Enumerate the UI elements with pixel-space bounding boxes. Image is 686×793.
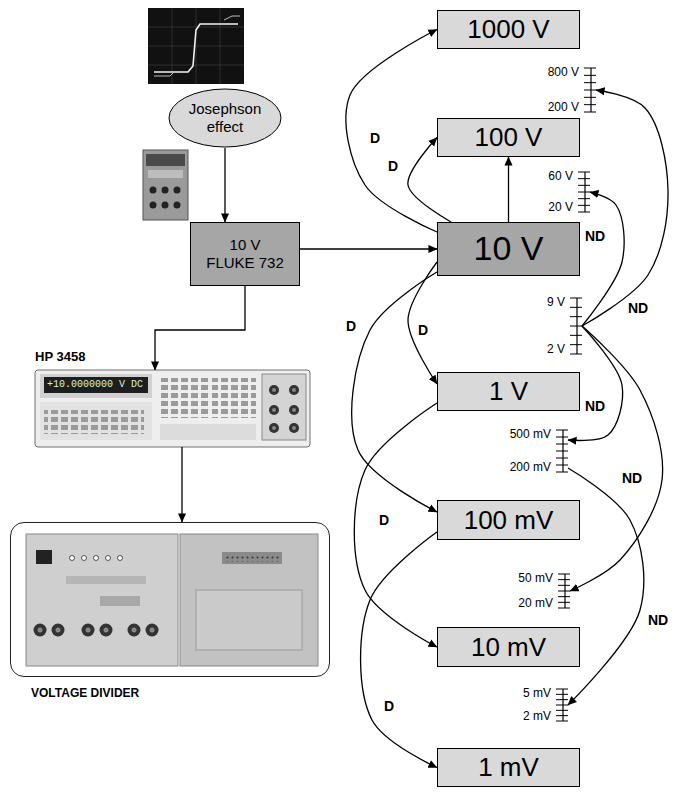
display-readout: +10.0000000 V DC <box>47 378 143 392</box>
range-value: 20 mV <box>518 597 553 610</box>
range-scale: 60 V 20 V <box>548 170 590 214</box>
scale-labels: 60 V 20 V <box>548 170 573 214</box>
edge-label: ND <box>620 470 644 486</box>
voltage-value: 1 V <box>489 377 528 406</box>
voltage-value: 1000 V <box>467 15 549 44</box>
edge-label: ND <box>583 398 607 414</box>
connector-arrow <box>582 90 668 326</box>
scale-labels: 800 V 200 V <box>548 66 579 114</box>
scale-ticks <box>556 572 570 610</box>
connector-arrow <box>300 248 437 249</box>
fluke-732-photo <box>143 150 188 220</box>
effect-name: Josephson effect <box>183 100 267 136</box>
voltage-box: 100 V <box>437 118 580 157</box>
scale-labels: 50 mV 20 mV <box>518 572 553 610</box>
scale-labels: 5 mV 2 mV <box>523 687 551 723</box>
range-scale: 800 V 200 V <box>548 66 596 114</box>
range-value: 20 V <box>548 201 573 214</box>
range-value: 800 V <box>548 66 579 79</box>
voltage-box: 10 V <box>437 222 580 276</box>
edge-label: ND <box>646 612 670 628</box>
range-value: 50 mV <box>518 572 553 585</box>
voltage-box: 10 mV <box>437 627 580 667</box>
range-scale: 500 mV 200 mV <box>510 428 568 474</box>
range-value: 200 V <box>548 101 579 114</box>
connector-arrow <box>155 286 245 370</box>
range-value: 2 V <box>547 343 565 356</box>
range-value: 2 mV <box>523 710 551 723</box>
connector-arrow <box>224 148 225 222</box>
connector-arrow <box>352 272 437 512</box>
voltage-box: 1 mV <box>437 748 580 787</box>
connector-arrow <box>408 262 437 384</box>
edge-label: ND <box>583 228 607 244</box>
voltage-value: 100 V <box>475 123 543 152</box>
connector-arrow <box>508 157 509 222</box>
scale-ticks <box>554 687 568 723</box>
reference-box: 10 V FLUKE 732 <box>190 222 300 286</box>
edge-label: D <box>377 512 391 528</box>
edge-label: D <box>382 698 396 714</box>
voltage-box: 1000 V <box>437 10 580 49</box>
connector-arrow <box>181 447 182 522</box>
voltage-box: 100 mV <box>437 500 580 540</box>
scale-ticks <box>576 170 590 214</box>
voltage-box: 1 V <box>437 372 580 411</box>
edge-label: ND <box>626 300 650 316</box>
edge-label: D <box>344 318 358 334</box>
effect-ellipse: Josephson effect <box>168 88 282 148</box>
voltage-value: 10 mV <box>471 633 546 662</box>
range-scale: 50 mV 20 mV <box>518 572 570 610</box>
scale-labels: 500 mV 200 mV <box>510 428 551 474</box>
voltage-divider-photo <box>26 534 318 666</box>
ellipse-shape <box>169 89 281 147</box>
edge-label: D <box>368 130 382 146</box>
scale-ticks <box>554 428 568 474</box>
oscilloscope-screen <box>148 8 244 84</box>
range-value: 9 V <box>547 296 565 309</box>
reference-name: 10 V FLUKE 732 <box>206 236 284 272</box>
edge-label: D <box>386 158 400 174</box>
voltage-value: 1 mV <box>478 753 539 782</box>
panel-caption: VOLTAGE DIVIDER <box>31 686 139 700</box>
range-value: 5 mV <box>523 687 551 700</box>
connector-arrow <box>361 532 437 768</box>
range-value: 200 mV <box>510 461 551 474</box>
scale-ticks <box>568 296 582 356</box>
range-value: 500 mV <box>510 428 551 441</box>
scale-ticks <box>582 66 596 114</box>
hp-3458-multimeter <box>35 370 310 447</box>
edge-label: D <box>416 322 430 338</box>
range-scale: 5 mV 2 mV <box>523 687 568 723</box>
range-scale: 9 V 2 V <box>547 296 582 356</box>
connector-arrow <box>570 326 663 591</box>
voltage-value: 100 mV <box>464 506 554 535</box>
divider-panel: VOLTAGE DIVIDER <box>10 522 330 677</box>
voltage-value: 10 V <box>474 230 544 267</box>
connector-arrow <box>346 30 437 233</box>
instrument-name: HP 3458 <box>35 349 85 365</box>
scale-labels: 9 V 2 V <box>547 296 565 356</box>
range-value: 60 V <box>548 170 573 183</box>
